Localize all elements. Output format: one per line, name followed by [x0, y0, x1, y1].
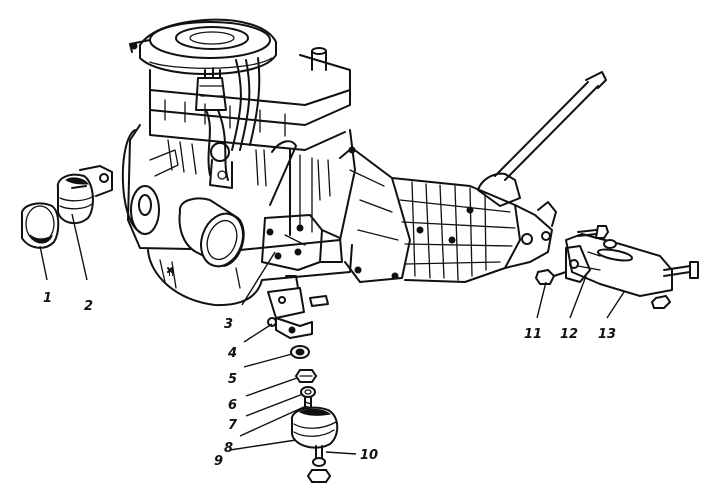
callout-labels: 1 2 3 4 5 6 7 8 9 10 11 12 13: [43, 291, 616, 469]
part-6-nut: [294, 369, 318, 383]
sump-mark: II: [168, 268, 174, 279]
callout-9: 9: [214, 454, 223, 469]
part-5-washer: [290, 345, 310, 359]
distributor: [195, 59, 251, 151]
callout-13: 13: [598, 327, 616, 342]
leader-1: [39, 245, 48, 281]
leader-11: [536, 281, 547, 319]
callout-3: 3: [224, 317, 233, 332]
gearbox-rear-extension: [504, 201, 557, 269]
callout-10: 10: [360, 448, 378, 463]
callout-5: 5: [228, 372, 237, 387]
part-10-stud: [306, 445, 332, 483]
leader-4: [243, 323, 273, 343]
callout-12: 12: [560, 327, 578, 342]
crossmember-bolts: [577, 225, 617, 249]
leader-3: [241, 251, 276, 306]
leader-8: [239, 405, 307, 437]
part-7-washer: [300, 386, 316, 398]
callout-8: 8: [224, 441, 233, 456]
leader-9: [229, 439, 297, 451]
part-1-cushion: [20, 202, 60, 249]
leader-10: [325, 451, 357, 455]
callout-2: 2: [84, 299, 93, 314]
callout-6: 6: [228, 398, 237, 413]
leader-6: [245, 377, 298, 397]
leader-7: [245, 393, 304, 417]
callout-7: 7: [228, 418, 238, 433]
leader-lines: [39, 213, 625, 455]
air-filter-housing: [129, 18, 277, 75]
oil-filter: [178, 197, 245, 268]
gearbox-assembly: [339, 71, 607, 283]
engine-block: [121, 124, 356, 251]
part-4-bracket: [267, 275, 329, 339]
part-2-mount-bracket: [56, 165, 113, 225]
part-11-nut: [534, 268, 567, 285]
gearbox-casing: [391, 177, 521, 283]
part-9-cushion: [290, 406, 339, 449]
callout-4: 4: [227, 346, 237, 361]
left-mount-bracket: [261, 214, 343, 271]
cylinder-head: [149, 47, 351, 151]
part-13-crossmember: [565, 233, 699, 309]
leader-5: [243, 353, 293, 368]
callout-1: 1: [43, 291, 52, 306]
oil-sump: II: [147, 244, 353, 307]
leader-13: [606, 291, 625, 319]
leader-12: [569, 275, 587, 319]
callout-11: 11: [524, 327, 542, 342]
leader-2: [71, 213, 88, 281]
engine-assembly: II: [121, 18, 356, 307]
gear-shift-lever: [477, 71, 607, 207]
